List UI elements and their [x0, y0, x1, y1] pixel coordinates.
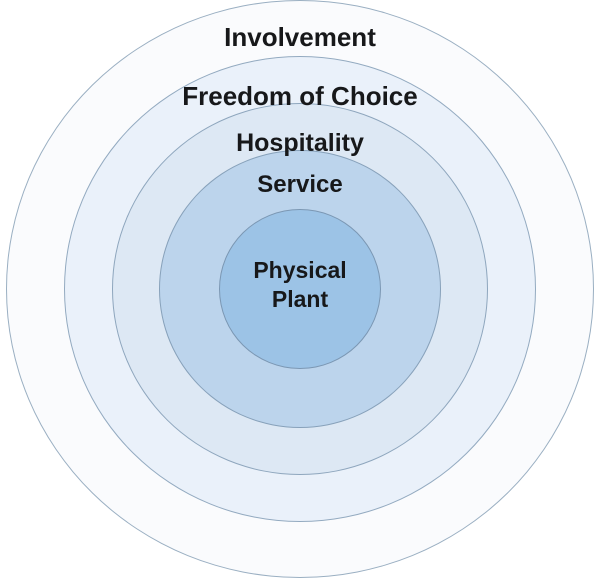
ring-label-freedom-of-choice: Freedom of Choice — [182, 81, 418, 111]
ring-label-involvement: Involvement — [224, 22, 376, 52]
ring-label-physical-plant-line-1: Physical — [253, 257, 347, 283]
ring-label-service: Service — [257, 171, 343, 198]
ring-label-hospitality: Hospitality — [236, 129, 364, 157]
ring-label-physical-plant: Physical Plant — [0, 256, 600, 315]
ring-label-physical-plant-line-2: Plant — [271, 286, 329, 313]
ring-physical-plant — [219, 209, 381, 369]
